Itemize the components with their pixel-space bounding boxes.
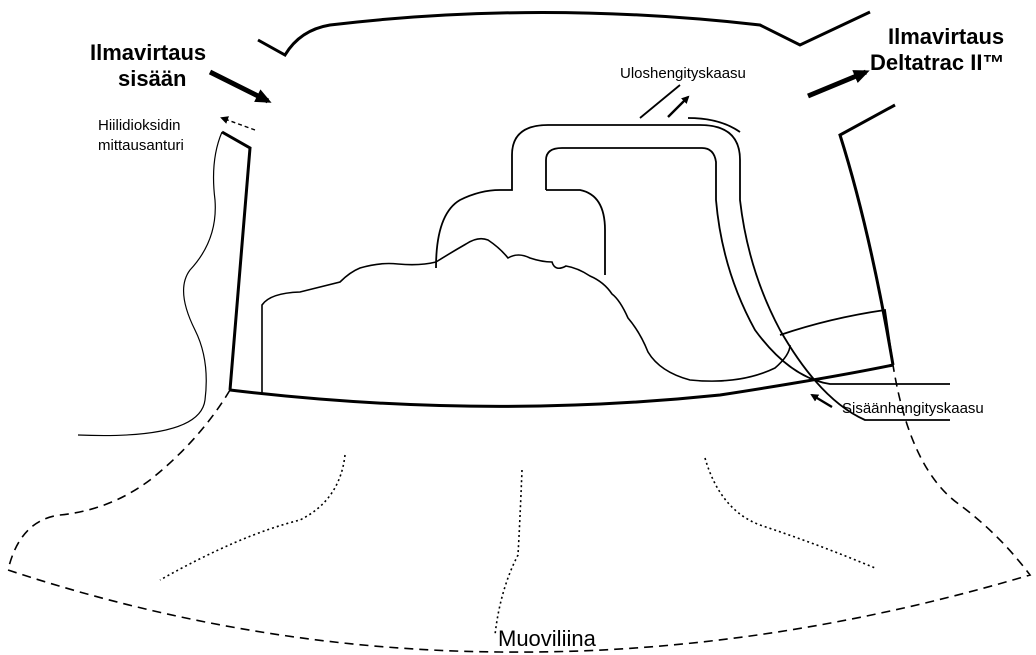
airflow-out-label-1: Ilmavirtaus	[888, 24, 1004, 49]
plastic-sheet-label: Muoviliina	[498, 626, 597, 651]
sensor-cable	[78, 132, 222, 436]
airflow-in-label-1: Ilmavirtaus	[90, 40, 206, 65]
hood-left-wall	[222, 132, 250, 390]
sheet-fold-3	[705, 458, 875, 568]
airflow-out-label-2: Deltatrac II™	[870, 50, 1005, 75]
mask-right-side	[546, 190, 605, 275]
exhaled-arrow	[668, 97, 688, 117]
hood-top-outline	[258, 12, 870, 55]
inhaled-arrow	[812, 395, 832, 407]
sensor-label-2: mittausanturi	[98, 137, 184, 154]
sheet-fold-1	[160, 455, 345, 580]
patient-silhouette	[262, 239, 790, 395]
exhaled-outlet	[640, 85, 680, 118]
inhaled-gas-label: Sisäänhengityskaasu	[842, 400, 984, 417]
sheet-fold-2	[495, 470, 522, 635]
sensor-label-1: Hiilidioksidin	[98, 117, 181, 134]
airflow-in-label-2: sisään	[118, 66, 187, 91]
hood-bottom-edge	[230, 365, 893, 406]
face-mask	[436, 125, 950, 420]
sensor-arrow	[222, 118, 255, 130]
airflow-out-arrow	[808, 72, 866, 96]
airflow-in-arrow	[210, 72, 268, 101]
exhaled-gas-label: Uloshengityskaasu	[620, 65, 746, 82]
